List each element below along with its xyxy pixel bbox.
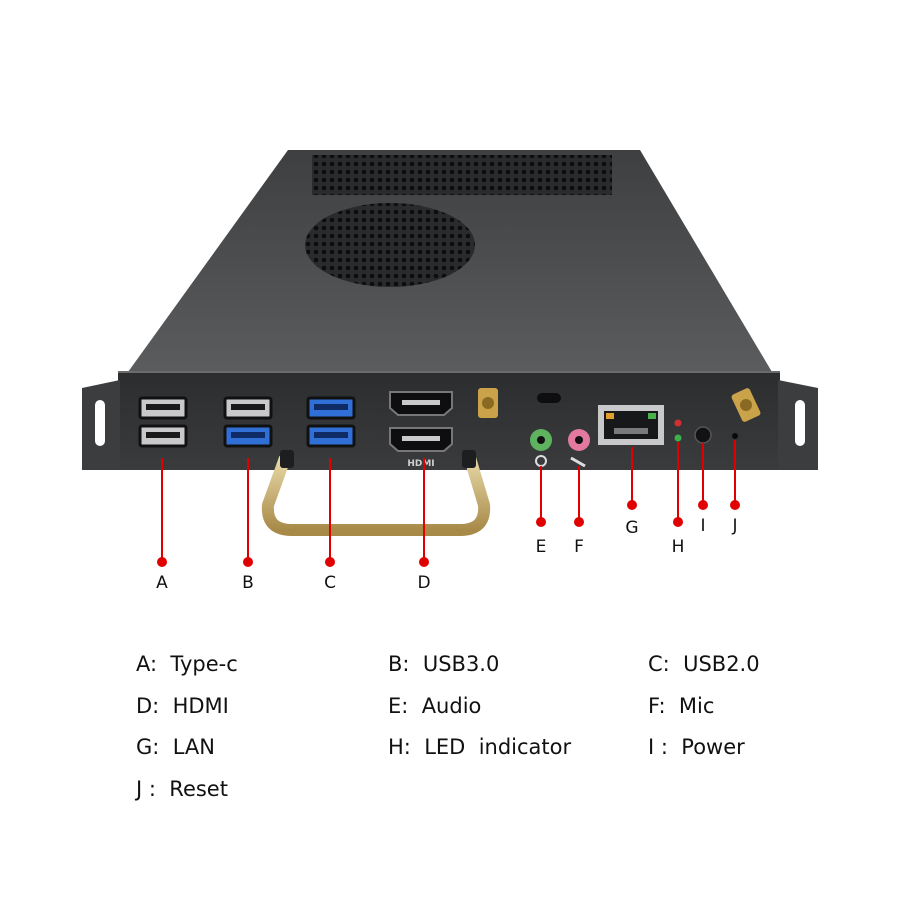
lock-slot: [537, 393, 561, 403]
callout-label-h: H: [671, 537, 685, 557]
legend-item-g: G: LAN: [136, 735, 215, 759]
callout-label-j: J: [732, 516, 738, 536]
callout-lines: [161, 440, 736, 562]
callout-label-b: B: [242, 573, 254, 593]
product-photo: HDMI: [82, 150, 818, 567]
fan-grille: [305, 203, 475, 287]
hdmi-port-label: HDMI: [407, 459, 434, 469]
lan-port: [598, 405, 664, 445]
legend-item-d: D: HDMI: [136, 694, 229, 718]
callout-label-c: C: [324, 573, 336, 593]
callout-label-d: D: [417, 573, 431, 593]
audio-jack: [530, 429, 552, 467]
carry-handle: [261, 450, 491, 536]
antenna-connector-right: [731, 388, 761, 422]
chassis-front: [118, 372, 780, 470]
callout-dots: [157, 500, 740, 567]
callout-label-e: E: [535, 537, 547, 557]
callout-label-g: G: [625, 518, 639, 538]
callout-label-a: A: [156, 573, 168, 593]
antenna-connector-left: [478, 388, 498, 418]
right-mounting-ear: [778, 380, 818, 470]
top-vent-grille: [312, 155, 612, 195]
legend-item-i: I : Power: [648, 735, 745, 759]
port-group-b: [223, 396, 273, 448]
legend-item-j: J : Reset: [136, 777, 228, 801]
legend-item-e: E: Audio: [388, 694, 482, 718]
mic-jack: [568, 429, 590, 468]
legend-item-f: F: Mic: [648, 694, 715, 718]
legend-item-b: B: USB3.0: [388, 652, 500, 676]
port-group-c: [306, 396, 356, 448]
reset-hole: [732, 433, 738, 439]
legend-item-a: A: Type-c: [136, 652, 238, 676]
callout-label-f: F: [574, 537, 584, 557]
led-indicators: [674, 419, 682, 442]
callout-label-i: I: [700, 516, 706, 536]
left-mounting-ear: [82, 380, 120, 470]
legend-item-c: C: USB2.0: [648, 652, 760, 676]
port-group-hdmi: HDMI: [389, 391, 453, 469]
legend-item-h: H: LED indicator: [388, 735, 572, 759]
port-group-a: [138, 396, 188, 448]
